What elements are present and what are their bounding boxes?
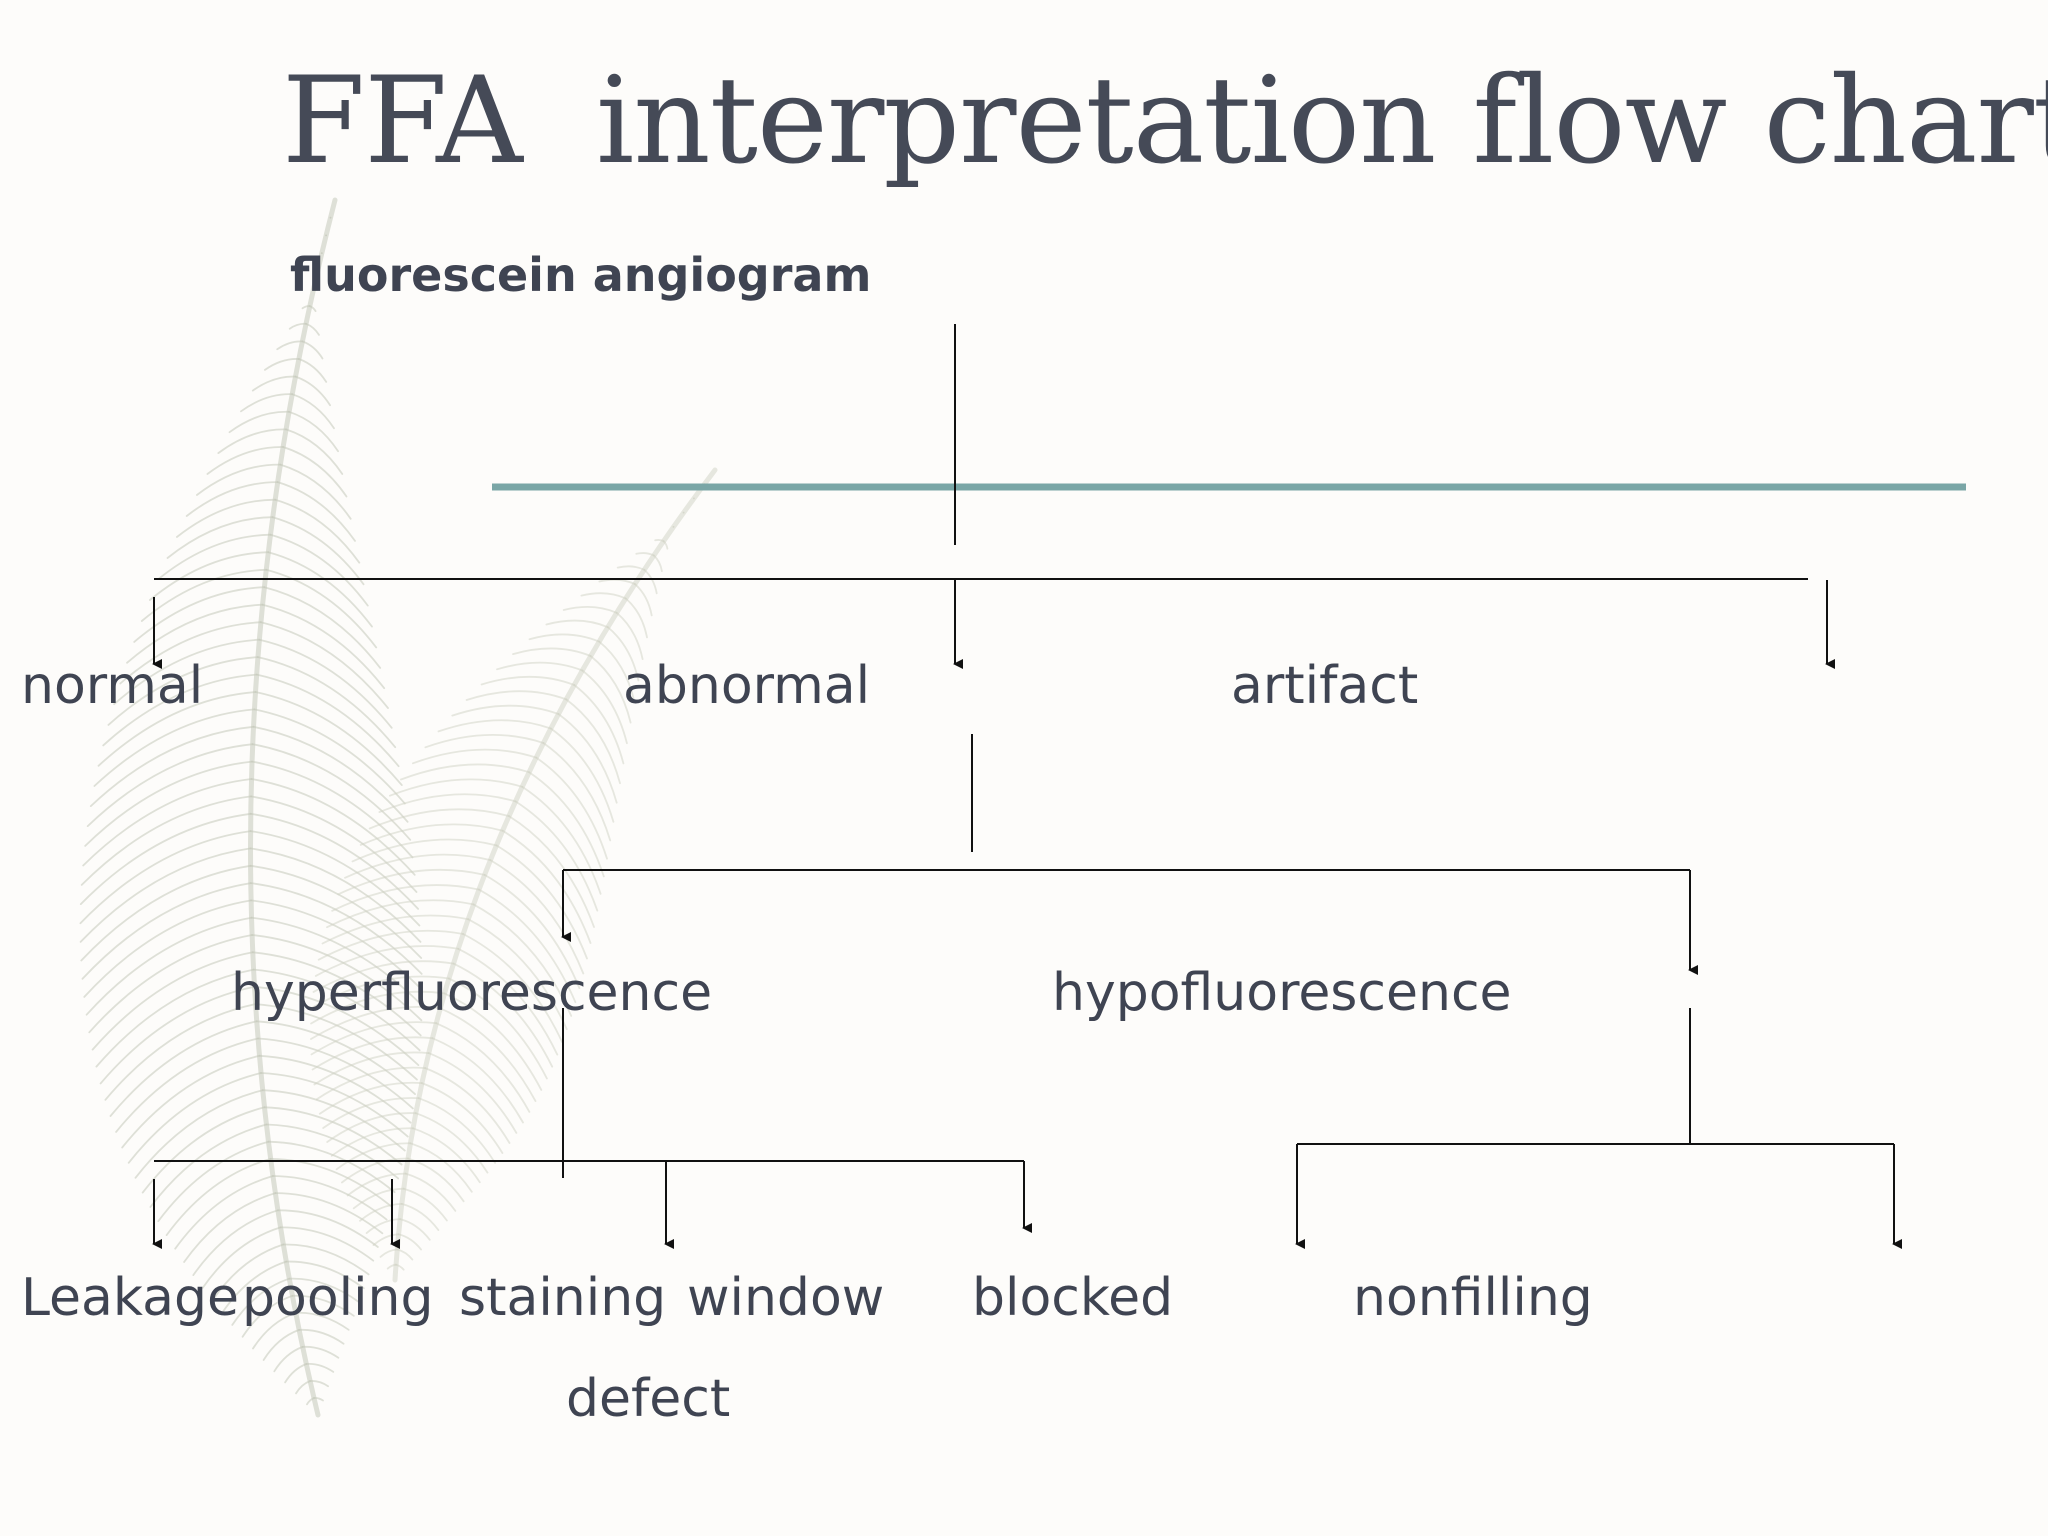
node-hypofluorescence: hypofluorescence (1052, 963, 1512, 1023)
node-normal: normal (21, 656, 204, 716)
node-pooling: pooling (242, 1268, 434, 1328)
node-leakage: Leakage (21, 1268, 239, 1328)
page-title: FFA interpretation flow chart (282, 52, 2048, 191)
node-fluorescein-angiogram: fluorescein angiogram (290, 248, 872, 302)
node-abnormal: abnormal (623, 656, 871, 716)
node-blocked: blocked (972, 1268, 1174, 1328)
node-window: window (687, 1268, 885, 1328)
node-staining: staining (459, 1268, 667, 1328)
node-nonfilling: nonfilling (1353, 1268, 1593, 1328)
node-hyperfluorescence: hyperfluorescence (231, 963, 713, 1023)
node-artifact: artifact (1231, 656, 1419, 716)
node-defect: defect (566, 1369, 731, 1429)
